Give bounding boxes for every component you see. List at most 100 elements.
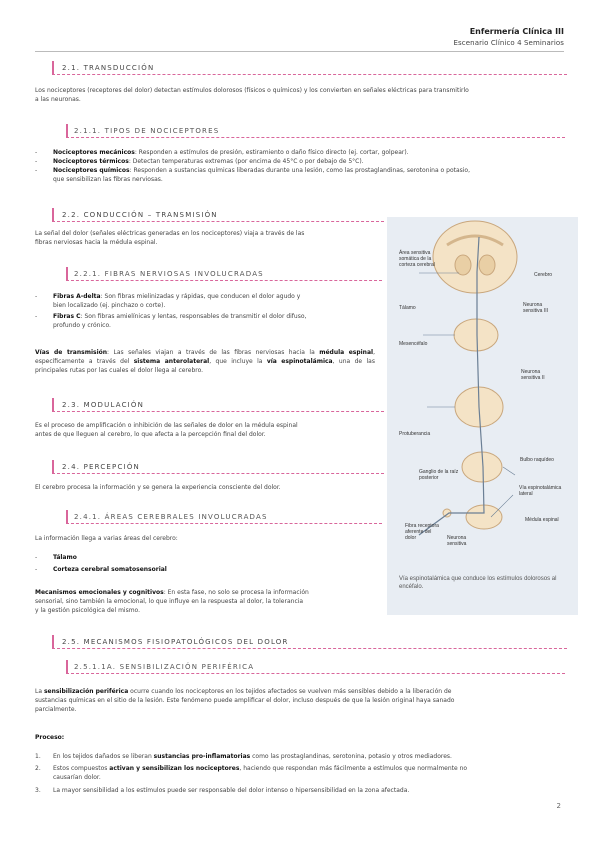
label-talamo: Tálamo	[399, 305, 416, 311]
term: sustancias pro-inflamatorias	[153, 753, 251, 760]
list-item: -Fibras C: Son fibras amielínicas y lent…	[35, 313, 307, 329]
desc: : Responden a estímulos de presión, esti…	[134, 149, 409, 156]
label-via: Vía espinotalámica lateral	[519, 485, 562, 497]
figure-caption: Vía espinotalámica que conduce los estím…	[399, 576, 557, 590]
list-item: -Corteza cerebral somatosensorial	[35, 566, 167, 573]
term: Nociceptores térmicos	[53, 158, 129, 165]
page-header: Enfermería Clínica III Escenario Clínico…	[454, 27, 564, 47]
text-line: antes de que lleguen al cerebro, lo que …	[35, 431, 266, 438]
text: , haciendo que respondan más fácilmente …	[239, 765, 468, 772]
desc-cont: profundo y crónico.	[53, 322, 111, 329]
term: Vías de transmisión	[35, 349, 108, 356]
list-item: -Nociceptores mecánicos: Responden a est…	[35, 149, 409, 156]
desc-cont: que sensibilizan las fibras nerviosas.	[53, 176, 163, 183]
term: vía	[266, 358, 277, 365]
section-heading-percepcion: 2.4. PERCEPCIÓN	[52, 460, 384, 474]
text: , una de las principales rutas por las c…	[35, 358, 375, 374]
label-bulbo: Bulbo raquídeo	[520, 457, 554, 463]
label-mesencefalo: Mesencéfalo	[399, 341, 428, 347]
text: La mayor sensibilidad a los estímulos pu…	[53, 787, 410, 794]
mecanismos-emocionales-text: Mecanismos emocionales y cognitivos: En …	[35, 588, 380, 615]
brain-section	[432, 220, 518, 294]
term: Mecanismos emocionales y cognitivos	[35, 589, 164, 596]
label-ganglio: Ganglio de la raíz posterior	[419, 469, 459, 481]
spinothalamic-pathway-figure: Área sensitiva somática de la corteza ce…	[387, 217, 578, 615]
label-fibra: Fibra receptora aferente del dolor	[405, 523, 439, 541]
term: activan y sensibilizan los nociceptores	[109, 765, 240, 772]
section-heading-modulacion: 2.3. MODULACIÓN	[52, 398, 384, 412]
label-cerebro: Cerebro	[534, 272, 553, 278]
term: espinotalámica	[281, 358, 333, 365]
transduccion-text: Los nociceptores (receptores del dolor) …	[35, 86, 570, 104]
term: Nociceptores mecánicos	[53, 149, 135, 156]
conduccion-text: La señal del dolor (señales eléctricas g…	[35, 229, 375, 247]
text: causarían dolor.	[53, 774, 101, 781]
text-line: sustancias químicas en el sitio de la le…	[35, 697, 455, 704]
subsection-heading-fibras: 2.2.1. FIBRAS NERVIOSAS INVOLUCRADAS	[66, 267, 382, 281]
text: , específicamente a través del	[35, 349, 375, 365]
text-line: parcialmente.	[35, 706, 77, 713]
numbered-item: 2.Estos compuestos activan y sensibiliza…	[35, 765, 468, 781]
section-heading-mecanismos: 2.5. MECANISMOS FISIOPATOLÓGICOS DEL DOL…	[52, 635, 567, 649]
list-item: -Fibras A-delta: Son fibras mielinizadas…	[35, 293, 301, 309]
label-medula: Médula espinal	[525, 517, 559, 523]
percepcion-text: El cerebro procesa la información y se g…	[35, 484, 281, 491]
subsection-heading-tipos: 2.1.1. TIPOS DE NOCICEPTORES	[66, 124, 565, 138]
text: : En esta fase, no solo se procesa la in…	[163, 589, 309, 596]
pathway-line	[418, 236, 485, 536]
numbered-item: 3.La mayor sensibilidad a los estímulos …	[35, 787, 410, 794]
vias-transmision-text: Vías de transmisión: Las señales viajan …	[35, 348, 375, 375]
text-line: a las neuronas.	[35, 96, 81, 103]
pathway-illustration	[418, 220, 518, 536]
section-heading-conduccion: 2.2. CONDUCCIÓN – TRANSMISIÓN	[52, 208, 384, 222]
label-neurona: Neurona sensitiva	[447, 535, 467, 547]
text-line: sensorial, sino también la emocional, lo…	[35, 598, 304, 605]
desc: : Son fibras mielinizadas y rápidas, que…	[100, 293, 301, 300]
sensibilizacion-text: La sensibilización periférica ocurre cua…	[35, 687, 570, 714]
term: Proceso:	[35, 734, 65, 741]
desc: : Responden a sustancias químicas libera…	[129, 167, 471, 174]
areas-intro: La información llega a varias áreas del …	[35, 535, 178, 542]
midbrain-section	[453, 318, 499, 352]
list-item: -Tálamo	[35, 554, 77, 561]
text: , que incluye la	[209, 358, 267, 365]
text: como las prostaglandinas, serotonina, po…	[250, 753, 452, 760]
text-line: y la gestión psicológica del mismo.	[35, 607, 141, 614]
term: Fibras C	[53, 313, 81, 320]
text: En los tejidos dañados se liberan	[53, 753, 154, 760]
desc: : Son fibras amielínicas y lentas, respo…	[80, 313, 307, 320]
term: sensibilización periférica	[43, 688, 129, 695]
term: Corteza cerebral somatosensorial	[53, 566, 167, 573]
subsection-heading-sensibilizacion: 2.5.1.1A. SENSIBILIZACIÓN PERIFÉRICA	[66, 660, 565, 674]
proceso-label: Proceso:	[35, 733, 64, 742]
list-item: -Nociceptores químicos: Responden a sust…	[35, 167, 471, 183]
numbered-item: 1.En los tejidos dañados se liberan sust…	[35, 753, 452, 760]
text-line: La señal del dolor (señales eléctricas g…	[35, 230, 305, 237]
label-protuberancia: Protuberancia	[399, 431, 431, 437]
term: Fibras A-delta	[53, 293, 101, 300]
term: médula	[319, 349, 345, 356]
text: : Las señales viajan a través de las fib…	[107, 349, 320, 356]
text: ocurre cuando los nociceptores en los te…	[128, 688, 452, 695]
term: Tálamo	[53, 554, 77, 561]
desc-cont: bien localizado (ej. pinchazo o corte).	[53, 302, 166, 309]
text-line: Es el proceso de amplificación o inhibic…	[35, 422, 298, 429]
text-line: fibras nerviosas hacia la médula espinal…	[35, 239, 158, 246]
term: Nociceptores químicos	[53, 167, 130, 174]
term: espinal	[348, 349, 374, 356]
text-line: Los nociceptores (receptores del dolor) …	[35, 87, 469, 94]
list-item: -Nociceptores térmicos: Detectan tempera…	[35, 158, 364, 165]
header-title: Enfermería Clínica III	[469, 27, 564, 36]
header-subtitle: Escenario Clínico 4 Seminarios	[453, 39, 564, 47]
label-area-sensitiva: Área sensitiva somática de la corteza ce…	[399, 250, 435, 268]
label-neurona-2: Neurona sensitiva II	[521, 369, 545, 381]
desc: : Detectan temperaturas extremas (por en…	[128, 158, 364, 165]
header-divider	[35, 51, 564, 52]
page-number: 2	[556, 802, 561, 810]
text: Estos compuestos	[53, 765, 110, 772]
label-neurona-3: Neurona sensitiva III	[523, 302, 549, 314]
modulacion-text: Es el proceso de amplificación o inhibic…	[35, 421, 380, 439]
text: La	[35, 688, 44, 695]
subsection-heading-areas: 2.4.1. ÁREAS CEREBRALES INVOLUCRADAS	[66, 510, 382, 524]
term: sistema anterolateral	[133, 358, 210, 365]
